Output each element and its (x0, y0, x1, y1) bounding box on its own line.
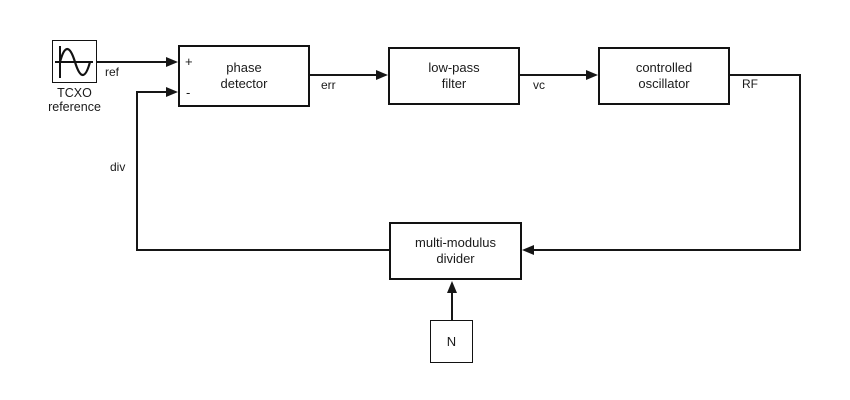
wire-rf-vertical (799, 74, 801, 251)
wire-rf-horizontal-bottom (534, 249, 801, 251)
wire-rf-horizontal-top (730, 74, 801, 76)
signal-label-err: err (320, 78, 337, 92)
wire-div-vertical (136, 91, 138, 251)
signal-label-ref: ref (104, 65, 121, 79)
arrowhead-ref-icon (166, 57, 178, 67)
signal-label-vc: vc (532, 78, 546, 92)
phase-detector-plus-input: + (185, 54, 193, 69)
arrowhead-n-icon (447, 281, 457, 293)
tcxo-reference-source-block (52, 40, 97, 83)
tcxo-reference-caption: TCXO reference (48, 86, 101, 114)
arrowhead-rf-icon (522, 245, 534, 255)
wire-div-horizontal-bottom (136, 249, 389, 251)
sine-wave-icon (55, 45, 93, 78)
phase-detector-label: phase detector (220, 60, 268, 91)
low-pass-filter-label: low-pass filter (428, 60, 480, 91)
arrowhead-vc-icon (586, 70, 598, 80)
n-constant-label: N (446, 334, 457, 349)
signal-label-rf: RF (741, 77, 759, 91)
controlled-oscillator-label: controlled oscillator (635, 60, 693, 91)
signal-label-div: div (109, 160, 127, 174)
wire-err (310, 74, 376, 76)
controlled-oscillator-block: controlled oscillator (598, 47, 730, 105)
n-constant-block: N (430, 320, 473, 363)
phase-detector-minus-input: - (186, 85, 191, 100)
arrowhead-err-icon (376, 70, 388, 80)
wire-div-horizontal-top (136, 91, 166, 93)
multi-modulus-divider-label: multi-modulus divider (415, 235, 496, 266)
arrowhead-div-icon (166, 87, 178, 97)
wire-ref (97, 61, 166, 63)
wire-vc (520, 74, 586, 76)
phase-detector-block: + - phase detector (178, 45, 310, 107)
multi-modulus-divider-block: multi-modulus divider (389, 222, 522, 280)
wire-n-to-divider (451, 293, 453, 320)
low-pass-filter-block: low-pass filter (388, 47, 520, 105)
